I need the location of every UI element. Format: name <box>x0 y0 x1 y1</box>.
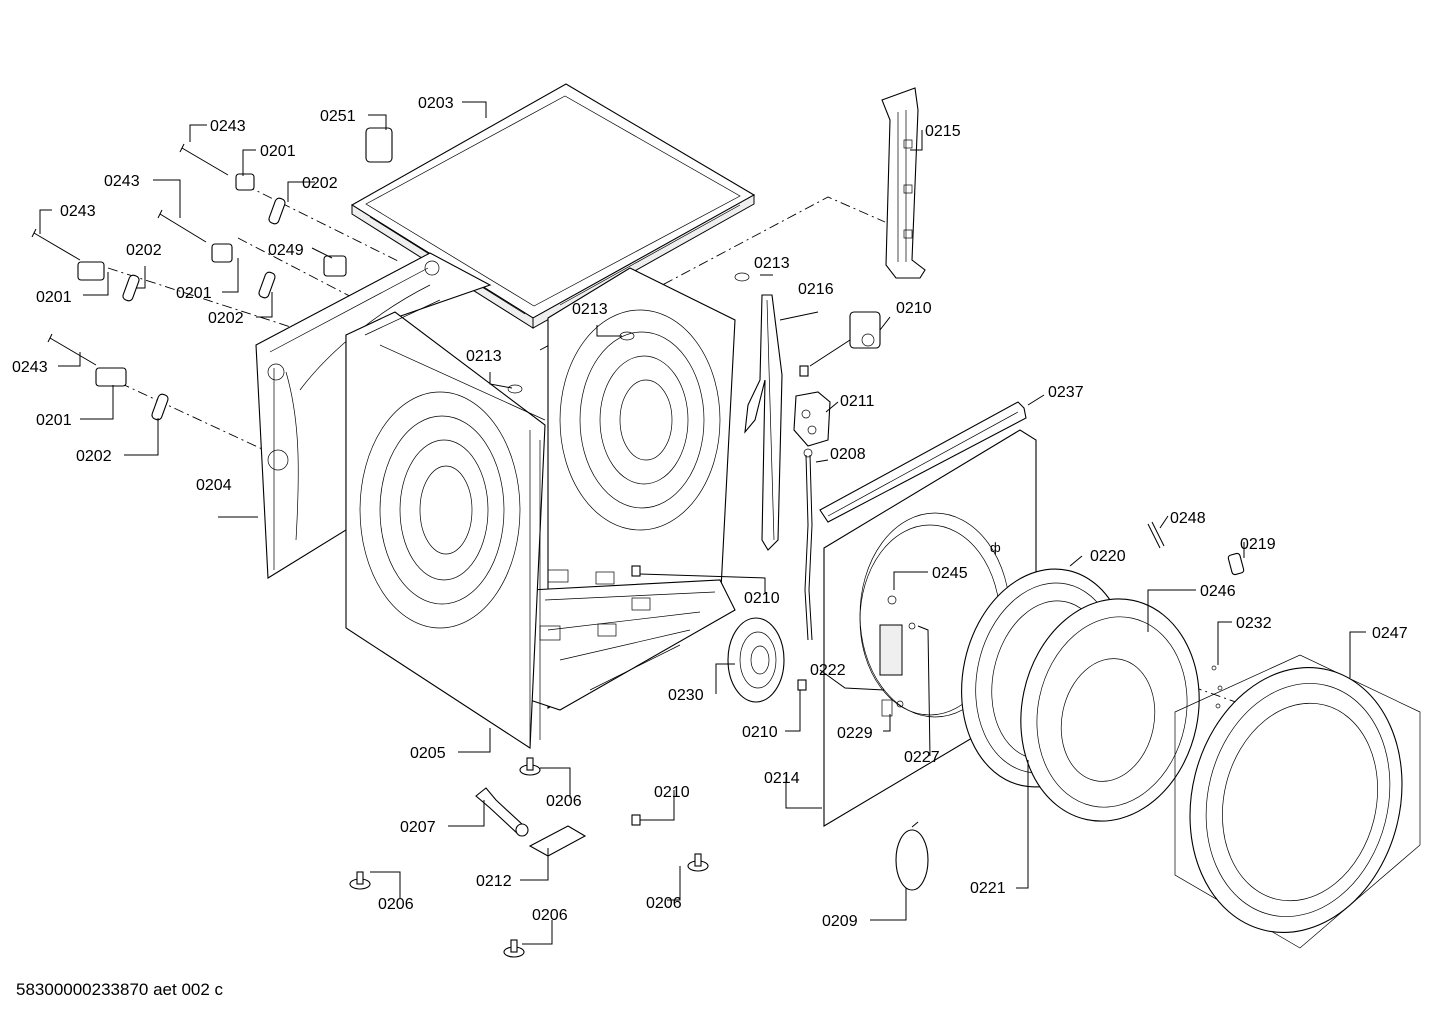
part-label-0210: 0210 <box>896 300 932 317</box>
part-label-0202: 0202 <box>302 175 338 192</box>
part-label-0203: 0203 <box>418 95 454 112</box>
part-label-0245: 0245 <box>932 565 968 582</box>
cable-drawing <box>803 448 813 641</box>
part-label-0222: 0222 <box>810 662 846 679</box>
pump-cover-drawing <box>727 617 785 703</box>
part-label-0202: 0202 <box>208 310 244 327</box>
part-label-0221: 0221 <box>970 880 1006 897</box>
part-label-0227: 0227 <box>904 749 940 766</box>
part-label-0216: 0216 <box>798 281 834 298</box>
part-label-0208: 0208 <box>830 446 866 463</box>
part-label-0229: 0229 <box>837 725 873 742</box>
small-parts-drawings <box>31 127 1245 958</box>
part-label-0214: 0214 <box>764 770 800 787</box>
side-rail-drawing <box>881 87 926 279</box>
svg-text:ф: ф <box>990 540 1001 555</box>
part-label-0243: 0243 <box>210 118 246 135</box>
front-top-rail-drawing <box>819 401 1027 523</box>
part-label-0210: 0210 <box>744 590 780 607</box>
part-label-0206: 0206 <box>532 907 568 924</box>
part-label-0243: 0243 <box>12 359 48 376</box>
leader-lines <box>39 101 1366 945</box>
door-frame-drawing <box>1020 598 1200 822</box>
part-label-0213: 0213 <box>754 255 790 272</box>
part-label-0212: 0212 <box>476 873 512 890</box>
part-label-0204: 0204 <box>196 477 232 494</box>
part-label-0248: 0248 <box>1170 510 1206 527</box>
part-label-0201: 0201 <box>36 412 72 429</box>
part-label-0246: 0246 <box>1200 583 1236 600</box>
part-label-0243: 0243 <box>104 173 140 190</box>
door-glass-drawing <box>1174 654 1421 949</box>
part-label-0206: 0206 <box>378 896 414 913</box>
foot-0206c-drawing <box>503 939 525 958</box>
part-label-0209: 0209 <box>822 913 858 930</box>
part-label-0213: 0213 <box>466 348 502 365</box>
part-labels: 0203 0251 0243 0201 0243 0202 0243 0202 … <box>12 95 1408 930</box>
door-lock-drawing <box>793 391 831 447</box>
part-label-0213: 0213 <box>572 301 608 318</box>
part-label-0201: 0201 <box>260 143 296 160</box>
foot-0206d-drawing <box>687 853 709 872</box>
part-label-0220: 0220 <box>1090 548 1126 565</box>
part-label-0201: 0201 <box>36 289 72 306</box>
part-label-0206: 0206 <box>646 895 682 912</box>
part-label-0251: 0251 <box>320 108 356 125</box>
part-label-0210: 0210 <box>654 784 690 801</box>
document-reference: 58300000233870 aet 002 c <box>16 980 224 999</box>
part-label-0202: 0202 <box>76 448 112 465</box>
part-label-0202: 0202 <box>126 242 162 259</box>
foot-0206b-drawing <box>349 871 371 890</box>
part-label-0215: 0215 <box>925 123 961 140</box>
part-label-0201: 0201 <box>176 285 212 302</box>
front-rail-drawing <box>744 294 783 551</box>
cabinet-drawing <box>345 267 736 749</box>
part-label-0232: 0232 <box>1236 615 1272 632</box>
part-label-0219: 0219 <box>1240 536 1276 553</box>
part-label-0237: 0237 <box>1048 384 1084 401</box>
part-label-0205: 0205 <box>410 745 446 762</box>
part-label-0206: 0206 <box>546 793 582 810</box>
part-label-0230: 0230 <box>668 687 704 704</box>
part-label-0210: 0210 <box>742 724 778 741</box>
part-label-0247: 0247 <box>1372 625 1408 642</box>
part-label-0249: 0249 <box>268 242 304 259</box>
service-flap-drawing <box>895 821 929 891</box>
part-label-0207: 0207 <box>400 819 436 836</box>
part-label-0211: 0211 <box>840 393 875 410</box>
foot-0206a-drawing <box>519 757 541 776</box>
part-label-0243: 0243 <box>60 203 96 220</box>
